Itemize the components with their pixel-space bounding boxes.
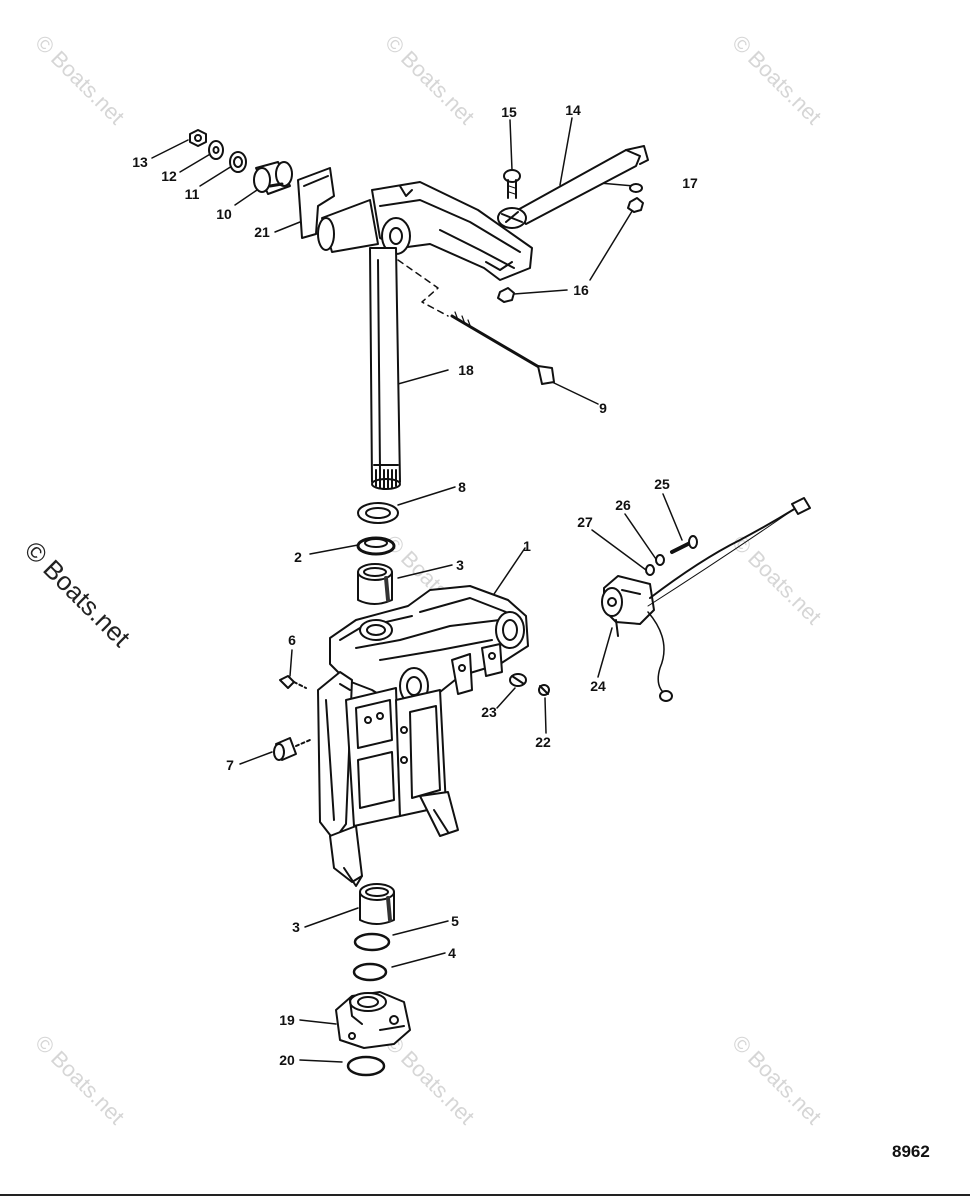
callout-9: 9 [599,400,607,416]
callout-21: 21 [254,224,270,240]
nut-16b [497,287,515,303]
steering-tube-18 [369,247,401,490]
part-23 [509,673,527,687]
bolt-15 [503,169,521,199]
bottom-divider [0,1194,970,1196]
washer-12 [208,140,224,160]
callout-3-lower: 3 [292,919,300,935]
callout-5: 5 [451,913,459,929]
bushing-10 [253,161,293,195]
screw-22 [538,684,550,696]
callout-11: 11 [184,186,200,202]
yoke-19 [335,991,411,1049]
ring-4 [352,962,388,982]
callout-10: 10 [216,206,232,222]
bolt-9 [450,311,555,385]
alignment-dash [397,259,449,317]
swivel-bracket-1 [317,585,529,887]
washer-27 [645,564,655,576]
nut-16a [627,197,644,213]
callout-13: 13 [132,154,148,170]
callout-3-upper: 3 [456,557,464,573]
callout-24: 24 [590,678,606,694]
callout-4: 4 [448,945,456,961]
screw-25 [670,535,698,554]
callout-25: 25 [654,476,670,492]
plate-21 [297,167,335,239]
ring-5 [353,932,391,952]
steering-arm [317,181,533,281]
callout-1: 1 [523,538,531,554]
callout-27: 27 [577,514,593,530]
bushing-3-lower [359,883,395,925]
callout-18: 18 [458,362,474,378]
callout-19: 19 [279,1012,295,1028]
callout-15: 15 [501,104,517,120]
nut-13 [189,129,207,147]
ring-20 [346,1055,386,1077]
washer-26 [655,554,665,566]
washer-17 [629,183,643,193]
callout-6: 6 [288,632,296,648]
washer-11 [229,151,247,173]
callout-22: 22 [535,734,551,750]
callout-16: 16 [573,282,589,298]
callout-14: 14 [565,102,581,118]
seal-2 [356,536,396,556]
callout-8: 8 [458,479,466,495]
bushing-3-upper [357,563,393,605]
trim-sender-24 [601,497,811,702]
callout-23: 23 [481,704,497,720]
bushing-7 [273,737,311,761]
screw-6 [279,675,307,689]
callout-17: 17 [682,175,698,191]
figure-number: 8962 [892,1142,930,1161]
callout-20: 20 [279,1052,295,1068]
tie-bar-14 [497,145,649,229]
callout-26: 26 [615,497,631,513]
leader-lines [151,117,683,1063]
callout-7: 7 [226,757,234,773]
callout-2: 2 [294,549,302,565]
washer-8 [357,502,399,524]
callout-12: 12 [161,168,177,184]
